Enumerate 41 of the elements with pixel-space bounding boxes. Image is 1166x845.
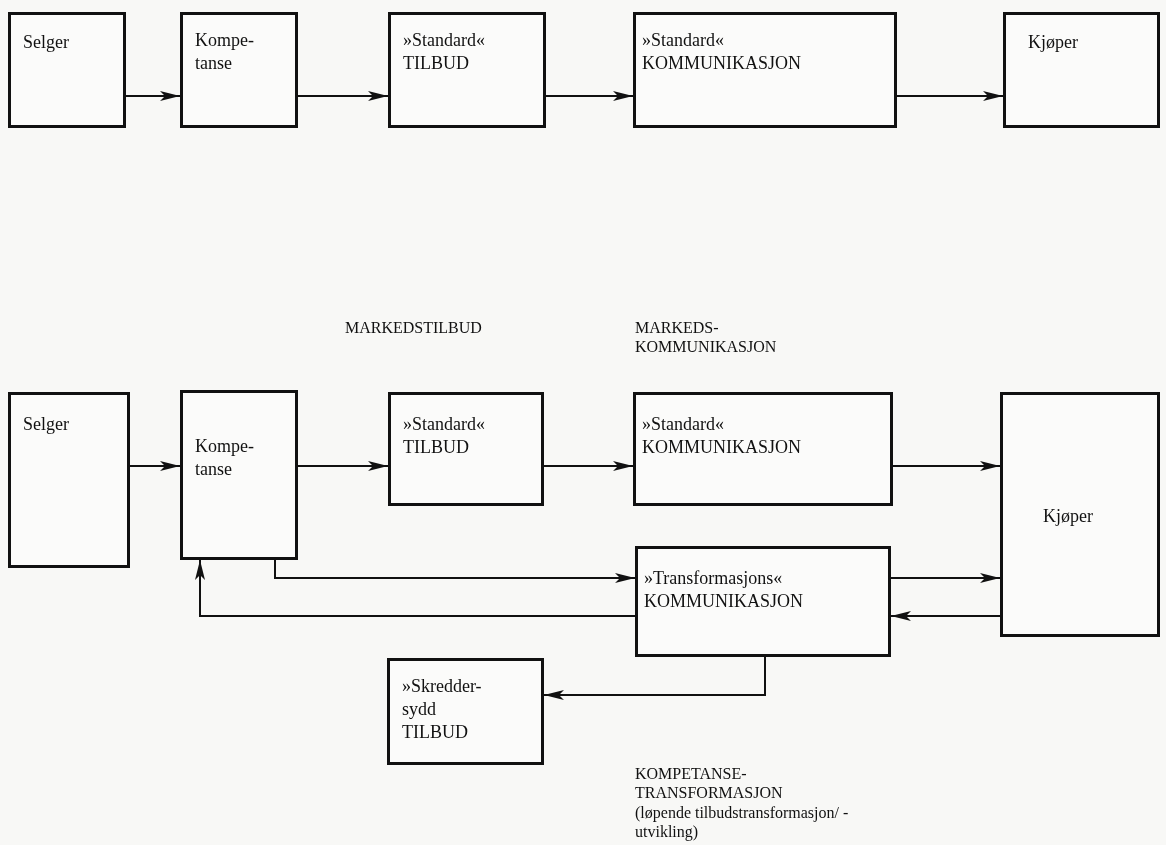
section-heading: KOMPETANSE- TRANSFORMASJON: [635, 764, 784, 802]
process-box: [180, 12, 298, 128]
process-box: [387, 658, 544, 765]
box-label: Selger: [23, 413, 70, 436]
process-box: [8, 392, 130, 568]
note-text: (løpende tilbudstransformasjon/ - utvikling): [635, 803, 850, 841]
box-label: Kompe- tanse: [195, 435, 255, 481]
box-label: »Standard« KOMMUNIKASJON: [642, 413, 802, 459]
process-box: [388, 12, 546, 128]
box-label: Kompe- tanse: [195, 29, 255, 75]
process-box: [388, 392, 544, 506]
process-box: [1000, 392, 1160, 637]
box-label: »Transformasjons« KOMMUNIKASJON: [644, 567, 804, 613]
arrow: [892, 461, 1001, 471]
box-label: »Standard« KOMMUNIKASJON: [642, 29, 802, 75]
section-heading: MARKEDS- KOMMUNIKASJON: [635, 318, 778, 356]
box-label: Kjøper: [1028, 31, 1079, 54]
arrow: [129, 461, 181, 471]
process-box: [633, 12, 897, 128]
process-box: [1003, 12, 1160, 128]
arrow: [195, 559, 636, 617]
process-box: [8, 12, 126, 128]
arrow: [297, 461, 389, 471]
process-box: [635, 546, 891, 657]
arrow: [543, 461, 634, 471]
arrow: [297, 91, 389, 101]
arrow: [896, 91, 1004, 101]
box-label: »Standard« TILBUD: [403, 29, 486, 75]
box-label: »Standard« TILBUD: [403, 413, 486, 459]
arrow: [125, 91, 181, 101]
arrow: [545, 91, 634, 101]
process-box: [180, 390, 298, 560]
box-label: Selger: [23, 31, 70, 54]
section-heading: MARKEDSTILBUD: [345, 318, 483, 337]
process-box: [633, 392, 893, 506]
arrow: [890, 573, 1001, 583]
arrow: [274, 559, 636, 583]
box-label: Kjøper: [1043, 505, 1094, 528]
arrow: [543, 656, 766, 700]
arrow: [890, 611, 1001, 621]
box-label: »Skredder- sydd TILBUD: [402, 675, 483, 744]
